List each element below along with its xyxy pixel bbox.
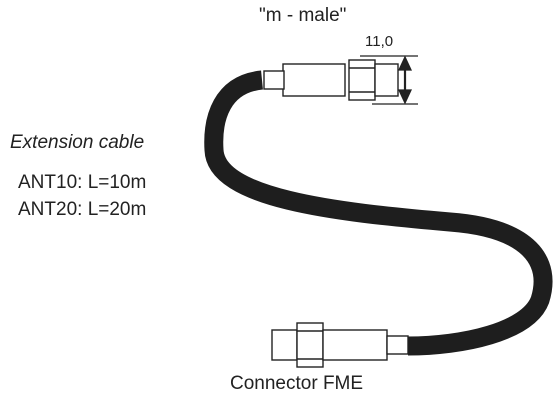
extension-cable-title: Extension cable [10,132,145,153]
fme-connector-nut [296,322,324,368]
variant-ant20: ANT20: L=20m [18,199,147,220]
fme-connector-body [322,329,388,361]
dimension-arrow-down [397,89,413,105]
fme-connector-tip [271,329,298,361]
male-connector-boot [263,70,285,90]
dimension-arrow-up [397,55,413,71]
variant-ant10: ANT10: L=10m [18,172,147,193]
fme-connector-boot [386,335,409,355]
fme-connector [271,322,409,368]
male-connector-tip [374,63,399,97]
male-connector-label: "m - male" [259,5,347,26]
fme-connector-label: Connector FME [230,373,364,394]
dimension-marker [360,55,418,105]
male-connector-nut [348,59,376,101]
male-connector-body [282,63,346,97]
male-connector [263,59,399,101]
extension-cable [204,70,553,356]
dimension-label: 11,0 [365,33,394,50]
